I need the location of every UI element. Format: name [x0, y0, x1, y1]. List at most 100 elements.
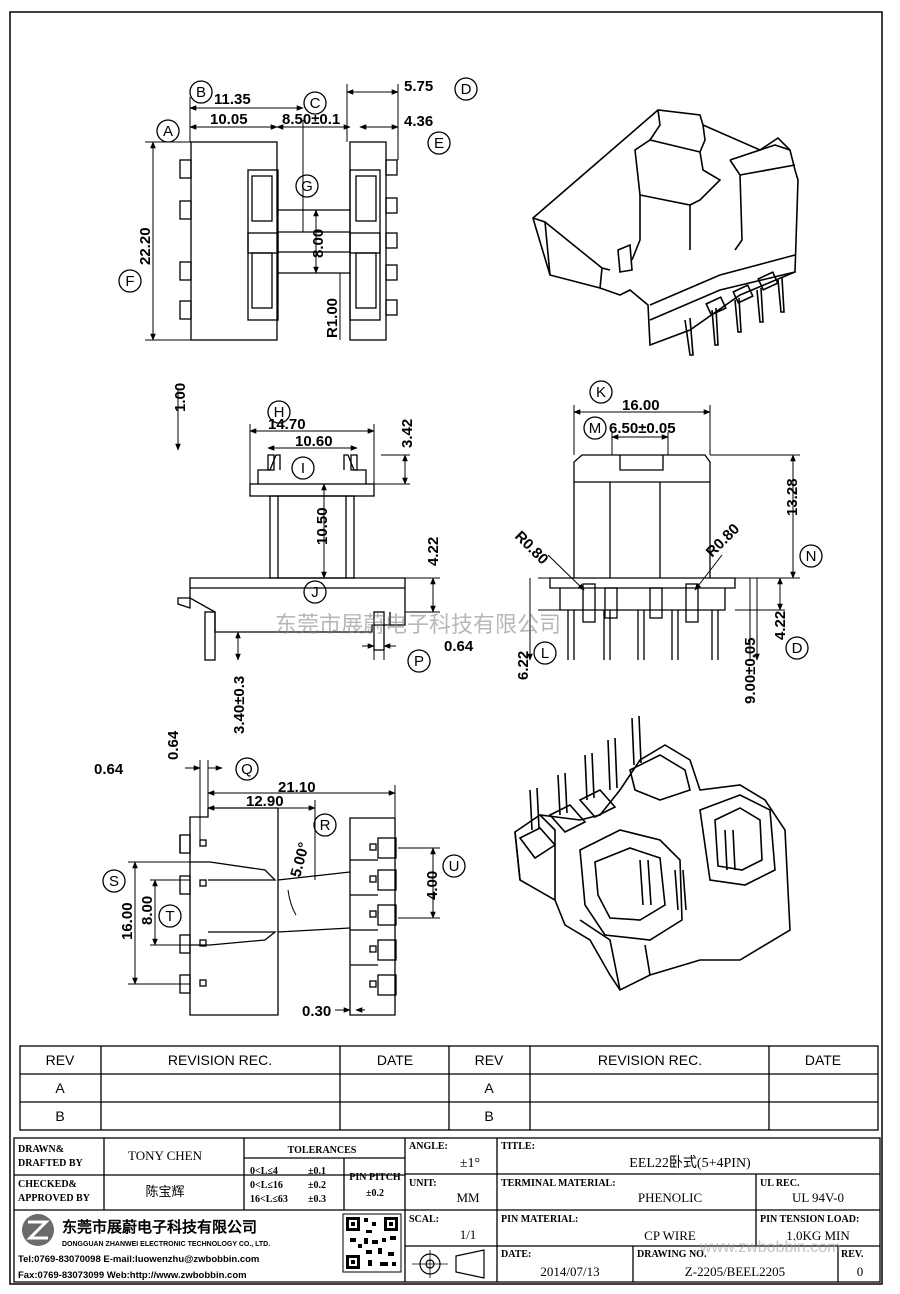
pin-material-value: CP WIRE: [644, 1228, 696, 1243]
callout-u: U: [442, 854, 466, 878]
radius-0-80-right: R0.80: [703, 521, 743, 561]
callout-a: A: [156, 119, 180, 143]
drawing-no-value: Z-2205/BEEL2205: [685, 1264, 785, 1279]
callout-n: N: [799, 544, 823, 568]
tol-row-2-range: 0<L≤16: [250, 1180, 283, 1191]
tol-row-1-value: ±0.1: [308, 1166, 326, 1177]
title-block: DRAWN& DRAFTED BY TONY CHEN CHECKED& APP…: [13, 1137, 881, 1283]
front-view: [175, 388, 440, 661]
angle-label: ANGLE:: [409, 1141, 448, 1152]
isometric-view-2: [514, 715, 791, 992]
company-name-cn: 东莞市展蔚电子科技有限公司: [62, 1218, 257, 1236]
date-header-1: DATE: [377, 1052, 413, 1068]
scal-label: SCAL:: [409, 1214, 439, 1225]
sheet-border: [9, 11, 883, 1285]
svg-text:T: T: [165, 908, 174, 925]
callout-m: M: [583, 416, 607, 440]
company-name-en: DONGGUAN ZHANWEI ELECTRONIC TECHNOLOGY C…: [62, 1241, 270, 1248]
svg-text:U: U: [449, 858, 460, 875]
pin-material-label: PIN MATERIAL:: [501, 1214, 578, 1225]
svg-text:N: N: [806, 548, 817, 565]
svg-text:H: H: [274, 404, 285, 421]
dim-13-28: 13.28: [784, 478, 801, 516]
top-view: [145, 84, 399, 341]
callout-f: F: [118, 269, 142, 293]
dim-1-00: 1.00: [172, 383, 189, 412]
angle-5-00: 5.00°: [287, 841, 313, 879]
svg-text:I: I: [301, 460, 305, 477]
callout-d: D: [454, 77, 478, 101]
svg-text:L: L: [541, 645, 549, 662]
tol-row-3-value: ±0.3: [308, 1194, 326, 1205]
callout-p: P: [407, 649, 431, 673]
svg-text:D: D: [461, 81, 472, 98]
callout-q: Q: [235, 757, 259, 781]
callout-t: T: [158, 904, 182, 928]
isometric-view-1: [532, 109, 799, 356]
checked-label-2: APPROVED BY: [18, 1193, 91, 1204]
revision-table: REV REVISION REC. DATE REV REVISION REC.…: [19, 1045, 879, 1131]
svg-text:A: A: [163, 123, 173, 140]
svg-text:Q: Q: [241, 761, 253, 778]
callout-b: B: [189, 80, 213, 104]
side-view: [527, 405, 800, 661]
scal-value: 1/1: [460, 1227, 477, 1242]
ul-rec-label: UL REC.: [760, 1178, 800, 1189]
angle-value: ±1°: [460, 1156, 480, 1171]
svg-text:C: C: [310, 95, 321, 112]
qr-code: [342, 1213, 402, 1273]
checked-label-1: CHECKED&: [18, 1179, 77, 1190]
svg-text:B: B: [196, 84, 206, 101]
dim-14-70: 14.70: [268, 416, 306, 433]
dim-8-50: 8.50±0.1: [282, 111, 340, 128]
dim-6-50: 6.50±0.05: [609, 420, 676, 437]
tol-row-2-value: ±0.2: [308, 1180, 326, 1191]
callout-r: R: [313, 813, 337, 837]
rev-b-left: B: [55, 1108, 64, 1124]
tol-row-1-range: 0<L≤4: [250, 1166, 278, 1177]
dim-8-00: 8.00: [310, 229, 327, 258]
dim-4-36: 4.36: [404, 113, 433, 130]
dim-10-50: 10.50: [314, 507, 331, 545]
callout-e: E: [427, 131, 451, 155]
ul-rec-value: UL 94V-0: [792, 1190, 844, 1205]
callout-k: K: [589, 380, 613, 404]
rev-header-2: REV: [475, 1052, 504, 1068]
drawing-no-label: DRAWING NO.: [637, 1249, 707, 1260]
svg-text:P: P: [414, 653, 424, 670]
date-label: DATE:: [501, 1249, 531, 1260]
terminal-material-value: PHENOLIC: [638, 1190, 702, 1205]
rev-b-right: B: [484, 1108, 493, 1124]
callout-i: I: [291, 456, 315, 480]
dim-11-35: 11.35: [214, 91, 251, 108]
callout-j: J: [303, 580, 327, 604]
dim-4-00: 4.00: [424, 871, 441, 900]
dim-16-00-bottom: 16.00: [119, 902, 136, 940]
dim-12-90: 12.90: [246, 793, 284, 810]
svg-text:R: R: [320, 817, 331, 834]
svg-text:J: J: [311, 584, 319, 601]
dim-6-22: 6.22: [515, 651, 532, 680]
company-logo: [22, 1214, 54, 1246]
dim-0-64-top: 0.64: [165, 730, 182, 760]
unit-label: UNIT:: [409, 1178, 437, 1189]
dim-3-42: 3.42: [399, 419, 416, 448]
dim-8-00-bottom: 8.00: [139, 896, 156, 925]
checked-value: 陈宝辉: [145, 1184, 184, 1199]
dim-5-75: 5.75: [404, 78, 433, 95]
projection-symbol: [412, 1249, 485, 1279]
dim-16-00: 16.00: [622, 397, 660, 414]
company-watermark: 东莞市展蔚电子科技有限公司: [275, 612, 561, 637]
callout-h: H: [267, 400, 291, 424]
bottom-view: [128, 760, 440, 1016]
rev-a-right: A: [484, 1080, 494, 1096]
pin-pitch-value: ±0.2: [366, 1188, 384, 1199]
svg-text:M: M: [589, 420, 602, 437]
dim-4-22-side: 4.22: [772, 611, 789, 640]
callout-letters: A B C D E F G H I J K L M N D P Q R S T …: [102, 77, 823, 928]
dim-3-40: 3.40±0.3: [231, 676, 248, 734]
dim-9-00: 9.00±0.05: [742, 637, 759, 704]
date-header-2: DATE: [805, 1052, 841, 1068]
title-label: TITLE:: [501, 1141, 535, 1152]
